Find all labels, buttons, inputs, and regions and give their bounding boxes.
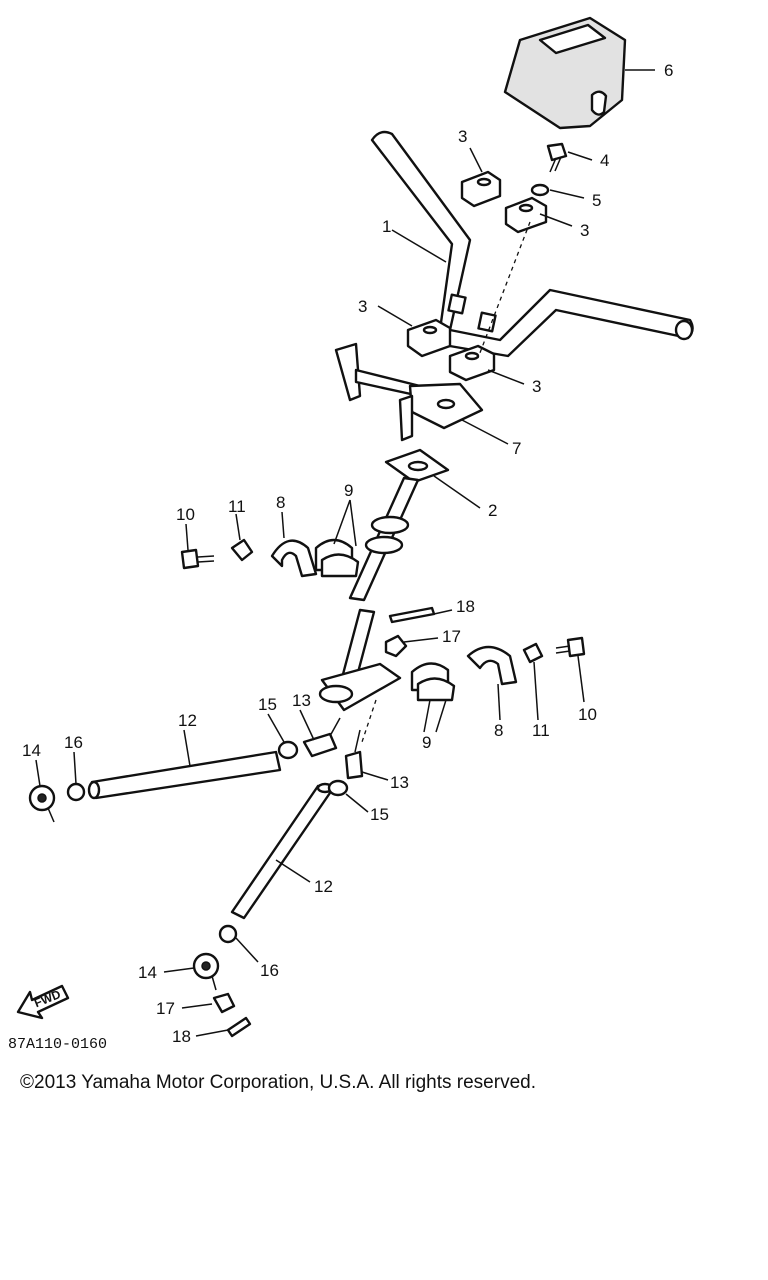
- callout-12: 12: [314, 877, 333, 896]
- handlebar-pad-part: [503, 16, 627, 130]
- tie-rod-end-part-b: [344, 750, 364, 780]
- callout-labels: 6 3 4 5 3 1 3 3 7 2 9 8 11 10 18 17 9 8 …: [22, 61, 673, 1046]
- castle-nut-part-upper: [384, 634, 408, 658]
- callout-5: 5: [592, 191, 601, 210]
- callout-12: 12: [178, 711, 197, 730]
- callout-11: 11: [532, 721, 550, 740]
- callout-9: 9: [422, 733, 431, 752]
- cotter-pin-part-upper: [388, 606, 436, 624]
- callout-1: 1: [382, 217, 391, 236]
- handlebar-part: [370, 130, 694, 358]
- callout-16: 16: [64, 733, 83, 752]
- forward-arrow-icon: FWD: [16, 984, 70, 1020]
- tie-rod-end-part-a: [302, 732, 338, 758]
- callout-3: 3: [458, 127, 467, 146]
- locknut-part-left: [66, 782, 86, 802]
- exploded-parts-diagram: FWD 6 3 4 5 3 1 3 3 7 2 9 8 11 10 18 17 …: [8, 16, 694, 1053]
- upper-holder-part-b: [504, 196, 548, 234]
- clamp-part-left: [270, 539, 318, 578]
- bolt-part: [546, 142, 568, 173]
- copyright-notice: ©2013 Yamaha Motor Corporation, U.S.A. A…: [20, 1072, 536, 1093]
- upper-holder-part-a: [460, 170, 502, 208]
- callout-17: 17: [156, 999, 175, 1018]
- tie-rod-part-diagonal: [230, 782, 334, 920]
- leader-lines: [35, 69, 655, 1037]
- steering-column-part: [318, 448, 450, 712]
- alignment-line-upper: [477, 221, 531, 359]
- cotter-pin-part-lower: [226, 1016, 252, 1038]
- callout-13: 13: [292, 691, 311, 710]
- ball-joint-part-lower: [192, 952, 220, 991]
- callout-8: 8: [276, 493, 285, 512]
- callout-15: 15: [258, 695, 277, 714]
- callout-10: 10: [578, 705, 597, 724]
- nut-part-right: [522, 642, 544, 664]
- callout-10: 10: [176, 505, 195, 524]
- bolt-part-right: [555, 636, 586, 658]
- callout-6: 6: [664, 61, 673, 80]
- lower-holder-part-a: [406, 318, 452, 358]
- callout-8: 8: [494, 721, 503, 740]
- alignment-line-lower: [361, 699, 377, 743]
- locknut-part-b: [327, 779, 349, 797]
- callout-11: 11: [228, 497, 246, 516]
- callout-3: 3: [580, 221, 589, 240]
- washer-part: [530, 183, 550, 197]
- callout-16: 16: [260, 961, 279, 980]
- locknut-part-lower: [218, 924, 238, 944]
- callout-3: 3: [358, 297, 367, 316]
- lower-holder-part-b: [448, 344, 496, 382]
- callout-9: 9: [344, 481, 353, 500]
- tie-rod-part-horizontal: [87, 750, 282, 800]
- callout-3: 3: [532, 377, 541, 396]
- nut-part-left: [230, 538, 254, 562]
- callout-13: 13: [390, 773, 409, 792]
- callout-14: 14: [22, 741, 41, 760]
- callout-14: 14: [138, 963, 157, 982]
- bolt-part-left: [180, 548, 215, 570]
- callout-18: 18: [456, 597, 475, 616]
- callout-4: 4: [600, 151, 609, 170]
- locknut-part-a: [277, 740, 299, 760]
- handlebar-bracket-part: [334, 342, 484, 442]
- callout-15: 15: [370, 805, 389, 824]
- drawing-code: 87A110-0160: [8, 1036, 107, 1053]
- ball-joint-part-left: [28, 784, 56, 823]
- callout-17: 17: [442, 627, 461, 646]
- bushing-part-right: [410, 662, 456, 702]
- callout-2: 2: [488, 501, 497, 520]
- castle-nut-part-lower: [212, 992, 236, 1014]
- bushing-part-left: [314, 538, 360, 578]
- callout-7: 7: [512, 439, 521, 458]
- clamp-part-right: [466, 645, 518, 686]
- callout-18: 18: [172, 1027, 191, 1046]
